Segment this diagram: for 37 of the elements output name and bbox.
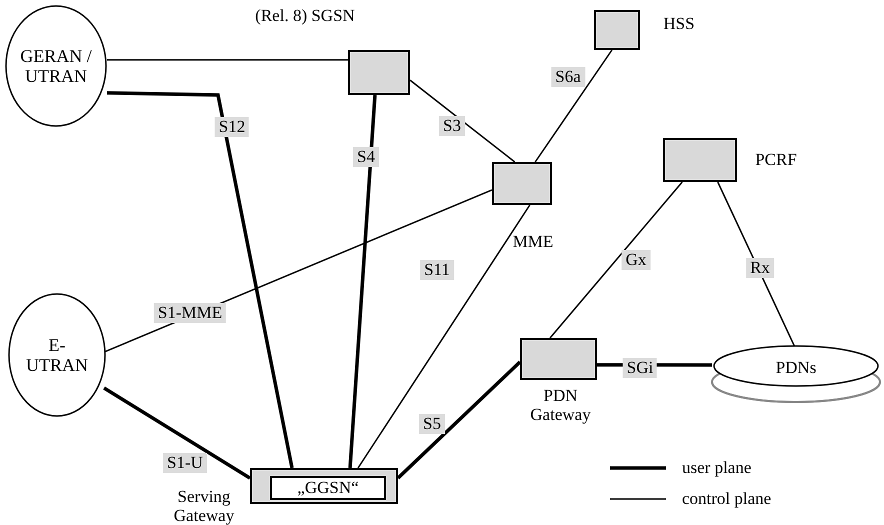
edge-label: S4: [353, 147, 379, 167]
node-label: PDNs: [774, 357, 818, 379]
edge-label: S1-U: [163, 453, 207, 473]
edge-label: S6a: [551, 67, 585, 87]
network-ellipse: [710, 344, 882, 404]
edge-label: S5: [419, 414, 445, 434]
node-label: PCRF: [754, 150, 798, 169]
connector-line: [106, 91, 294, 468]
edge-label: Gx: [622, 250, 650, 270]
node-label: GERAN / UTRAN: [19, 45, 93, 88]
edge-label: S3: [439, 116, 465, 136]
edge-label: S1-MME: [154, 303, 226, 323]
edge-label: S11: [420, 260, 454, 280]
connector-line: [534, 50, 613, 162]
connector-line: [348, 94, 377, 468]
legend-label: control plane: [682, 488, 772, 510]
node-label: MME: [512, 232, 554, 251]
network-ellipse: [8, 293, 106, 417]
node-label: E-UTRAN: [25, 334, 89, 377]
node-label: „GGSN“: [296, 478, 360, 498]
node-label: Serving Gateway: [172, 487, 236, 525]
edge-label: SGi: [622, 358, 658, 378]
edge-label: S12: [214, 117, 250, 137]
connector-line: [717, 182, 795, 346]
connector-line: [357, 204, 530, 468]
legend-label: user plane: [682, 457, 752, 479]
connector-line: [549, 182, 683, 338]
inner-box: [270, 476, 386, 500]
node-label: PDN Gateway: [529, 386, 592, 424]
connector-line: [410, 80, 516, 163]
connector-line: [103, 386, 251, 480]
node-label: (Rel. 8) SGSN: [254, 6, 356, 25]
network-ellipse: [5, 5, 107, 127]
connector-line: [396, 360, 522, 480]
connector-line: [107, 59, 348, 61]
edge-label: Rx: [746, 258, 774, 278]
node-label: HSS: [662, 14, 696, 33]
